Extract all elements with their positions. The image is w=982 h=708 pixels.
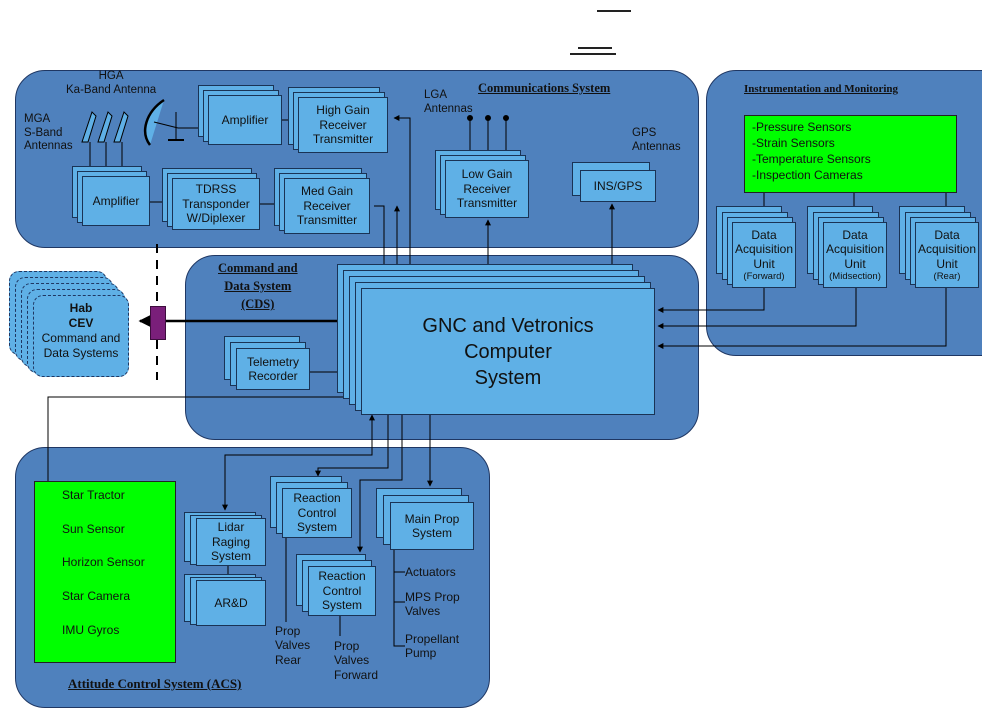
daq-forward-position: (Forward) bbox=[743, 270, 785, 282]
lga-label: LGA Antennas bbox=[424, 89, 473, 115]
prop-valves-forward-label: Prop Valves Forward bbox=[334, 639, 379, 682]
acs-sensor-star-camera: Star Camera bbox=[62, 589, 131, 603]
daq-midsection-box: Data Acquisition Unit (Midsection) bbox=[807, 206, 887, 288]
instrumentation-sensors-box bbox=[744, 115, 957, 193]
acs-sensor-sun-sensor: Sun Sensor bbox=[62, 522, 125, 536]
gnc-vetronics-computer-box: GNC and Vetronics Computer System bbox=[337, 264, 655, 415]
gps-label: GPS Antennas bbox=[632, 127, 681, 153]
amplifier-left-box: Amplifier bbox=[72, 166, 150, 226]
mga-label: MGA S-Band Antennas bbox=[24, 113, 73, 153]
hab-cev-command-data-box: Hab CEV Command and Data Systems bbox=[9, 271, 129, 377]
lidar-label: Lidar Raging System bbox=[196, 518, 266, 566]
acs-sensor-imu-gyros: IMU Gyros bbox=[62, 623, 120, 637]
main-prop-label: Main Prop System bbox=[390, 502, 474, 550]
ins-gps-label: INS/GPS bbox=[580, 170, 656, 202]
low-gain-label: Low Gain Receiver Transmitter bbox=[445, 160, 529, 218]
ard-box: AR&D bbox=[184, 574, 266, 626]
daq-rear-position: (Rear) bbox=[933, 270, 961, 282]
communications-system-title: Communications System bbox=[478, 81, 611, 95]
amplifier-top-label: Amplifier bbox=[208, 95, 282, 145]
acs-sensor-horizon-sensor: Horizon Sensor bbox=[62, 555, 145, 569]
main-prop-propellant-pump-label: Propellant Pump bbox=[405, 632, 460, 661]
cev-label: CEV bbox=[68, 316, 94, 330]
med-gain-transceiver-box: Med Gain Receiver Transmitter bbox=[274, 168, 370, 234]
top-mark-1 bbox=[597, 10, 631, 12]
daq-rear-label: Data Acquisition Unit bbox=[917, 227, 977, 271]
amplifier-left-label: Amplifier bbox=[82, 176, 150, 226]
gnc-label: GNC and Vetronics Computer System bbox=[361, 288, 655, 415]
hab-command-data-label: Command and Data Systems bbox=[41, 331, 121, 360]
acs-title: Attitude Control System (ACS) bbox=[68, 676, 242, 691]
telemetry-recorder-box: Telemetry Recorder bbox=[224, 336, 310, 390]
amplifier-top-box: Amplifier bbox=[198, 85, 282, 145]
daq-rear-box: Data Acquisition Unit (Rear) bbox=[899, 206, 979, 288]
daq-forward-box: Data Acquisition Unit (Forward) bbox=[716, 206, 796, 288]
hga-label: HGA Ka-Band Antenna bbox=[66, 70, 157, 96]
interface-connector bbox=[150, 306, 166, 340]
daq-forward-label: Data Acquisition Unit bbox=[734, 227, 794, 271]
tdrss-transponder-box: TDRSS Transponder W/Diplexer bbox=[162, 168, 260, 230]
acs-sensor-star-tractor: Star Tractor bbox=[62, 488, 125, 502]
main-prop-actuators-label: Actuators bbox=[405, 565, 456, 579]
top-mark-2 bbox=[578, 47, 612, 49]
main-prop-mps-valves-label: MPS Prop Valves bbox=[405, 590, 460, 619]
telemetry-label: Telemetry Recorder bbox=[236, 348, 310, 390]
cds-title: Command and Data System (CDS) bbox=[218, 261, 298, 312]
high-gain-label: High Gain Receiver Transmitter bbox=[298, 97, 388, 153]
hab-label: Hab bbox=[69, 301, 93, 315]
rcs-forward-box: Reaction Control System bbox=[296, 554, 376, 616]
high-gain-transceiver-box: High Gain Receiver Transmitter bbox=[288, 87, 388, 153]
lidar-ranging-box: Lidar Raging System bbox=[184, 512, 266, 566]
tdrss-label: TDRSS Transponder W/Diplexer bbox=[172, 178, 260, 230]
main-prop-box: Main Prop System bbox=[376, 488, 474, 550]
rcs-forward-label: Reaction Control System bbox=[308, 566, 376, 616]
low-gain-transceiver-box: Low Gain Receiver Transmitter bbox=[435, 150, 529, 218]
rcs-rear-label: Reaction Control System bbox=[282, 488, 352, 538]
prop-valves-rear-label: Prop Valves Rear bbox=[275, 624, 311, 667]
ins-gps-box: INS/GPS bbox=[572, 162, 656, 202]
med-gain-label: Med Gain Receiver Transmitter bbox=[284, 178, 370, 234]
instrumentation-sensors-list: -Pressure Sensors -Strain Sensors -Tempe… bbox=[752, 120, 871, 182]
daq-midsection-position: (Midsection) bbox=[829, 270, 881, 282]
instrumentation-title: Instrumentation and Monitoring bbox=[744, 83, 899, 95]
ard-label: AR&D bbox=[196, 580, 266, 626]
rcs-rear-box: Reaction Control System bbox=[270, 476, 352, 538]
daq-midsection-label: Data Acquisition Unit bbox=[825, 227, 885, 271]
top-mark-3 bbox=[570, 53, 616, 55]
